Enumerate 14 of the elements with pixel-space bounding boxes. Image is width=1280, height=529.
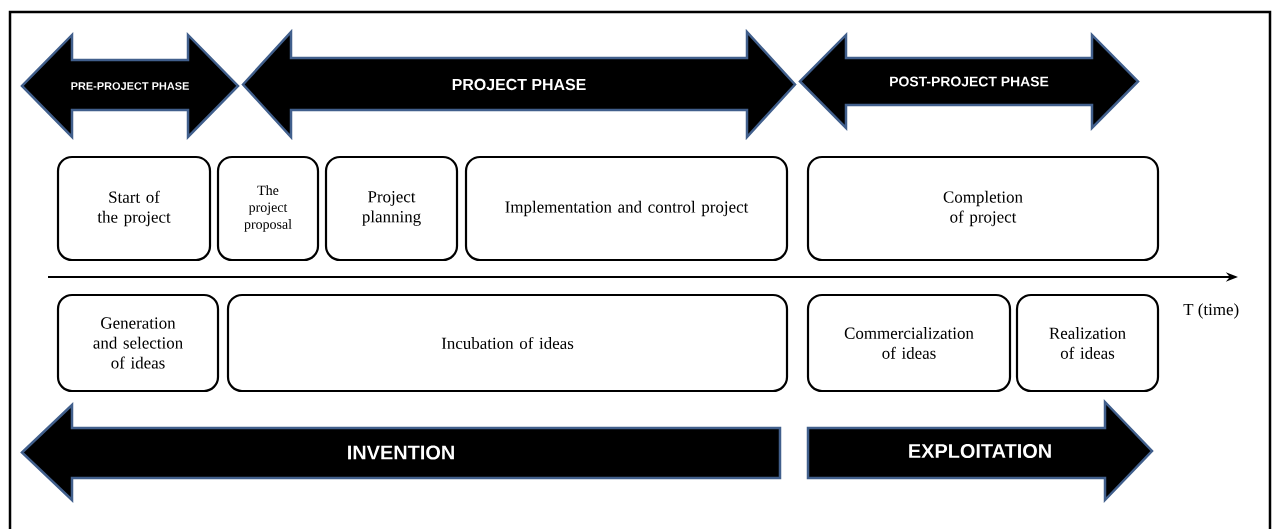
process-box: Completion of project xyxy=(806,155,1160,262)
phase-banner: PROJECT PHASE xyxy=(241,28,797,141)
process-box: Commercialization of ideas xyxy=(806,293,1012,393)
process-box: Start of the project xyxy=(56,155,212,262)
process-box: Realization of ideas xyxy=(1015,293,1160,393)
phase-banner: PRE-PROJECT PHASE xyxy=(20,31,240,141)
process-box: Incubation of ideas xyxy=(226,293,789,393)
phase-banner: EXPLOITATION xyxy=(806,398,1154,504)
phase-banner: POST-PROJECT PHASE xyxy=(798,31,1140,132)
process-box: Generation and selection of ideas xyxy=(56,293,220,393)
process-box: The project proposal xyxy=(216,155,320,262)
process-box: Project planning xyxy=(324,155,459,262)
process-box: Implementation and control project xyxy=(464,155,789,262)
axis-label: T (time) xyxy=(1183,303,1239,319)
